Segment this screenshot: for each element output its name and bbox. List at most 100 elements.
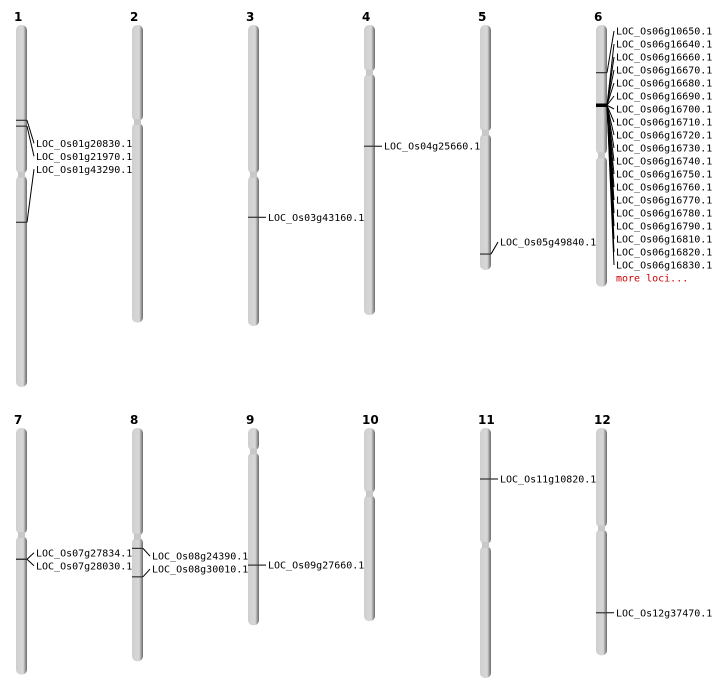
- chromosome-number: 2: [130, 10, 138, 24]
- chromosome-short-arm: [16, 25, 27, 174]
- locus-label: LOC_Os03g43160.1: [268, 213, 364, 224]
- locus-label: LOC_Os12g37470.1: [616, 608, 712, 619]
- chromosome-number: 4: [362, 10, 370, 24]
- chromosome-long-arm: [132, 537, 143, 662]
- locus-label: LOC_Os06g16680.1: [616, 79, 712, 90]
- chromosome-short-arm: [596, 25, 607, 155]
- locus-label: LOC_Os07g28030.1: [36, 561, 132, 572]
- chromosome-6: 6LOC_Os06g10650.1LOC_Os06g16640.1LOC_Os0…: [594, 10, 712, 287]
- centromere: [482, 542, 489, 549]
- marker-connector: [142, 568, 151, 578]
- centromere: [134, 533, 141, 540]
- locus-label: LOC_Os06g10650.1: [616, 27, 712, 38]
- marker-connector: [606, 82, 615, 106]
- locus-label: LOC_Os06g16670.1: [616, 66, 712, 77]
- locus-label: LOC_Os06g16740.1: [616, 157, 712, 168]
- locus-label: LOC_Os06g16690.1: [616, 92, 712, 103]
- marker-connector: [606, 104, 615, 110]
- chromosome-number: 11: [478, 413, 495, 427]
- locus-label: LOC_Os06g16770.1: [616, 196, 712, 207]
- chromosome-long-arm: [596, 529, 607, 656]
- chromosome-number: 12: [594, 413, 611, 427]
- marker-connector: [490, 241, 499, 255]
- locus-label: LOC_Os06g16780.1: [616, 209, 712, 220]
- centromere: [134, 118, 141, 125]
- locus-label: LOC_Os04g25660.1: [384, 142, 480, 153]
- centromere: [482, 129, 489, 136]
- marker-connector: [26, 126, 35, 157]
- chromosome-long-arm: [16, 175, 27, 387]
- marker-connector: [26, 120, 35, 144]
- centromere: [18, 532, 25, 539]
- locus-label: LOC_Os08g30010.1: [152, 565, 248, 576]
- chromosome-long-arm: [248, 175, 259, 326]
- centromere: [598, 525, 605, 532]
- marker-connector: [606, 30, 615, 73]
- chromosome-number: 3: [246, 10, 254, 24]
- locus-label: LOC_Os06g16790.1: [616, 222, 712, 233]
- locus-label: LOC_Os06g16720.1: [616, 131, 712, 142]
- chromosome-long-arm: [480, 133, 491, 270]
- locus-label: LOC_Os09g27660.1: [268, 561, 364, 572]
- chromosome-short-arm: [480, 25, 491, 132]
- locus-label: LOC_Os06g16750.1: [616, 170, 712, 181]
- chromosome-short-arm: [364, 428, 375, 494]
- chromosome-number: 1: [14, 10, 22, 24]
- locus-label: LOC_Os11g10820.1: [500, 474, 596, 485]
- locus-label: LOC_Os07g27834.1: [36, 548, 132, 559]
- chromosome-long-arm: [132, 122, 143, 323]
- locus-label: LOC_Os06g16760.1: [616, 183, 712, 194]
- centromere: [18, 171, 25, 178]
- locus-label: LOC_Os06g16810.1: [616, 235, 712, 246]
- chromosome-long-arm: [248, 452, 259, 626]
- marker-connector: [606, 105, 615, 266]
- locus-label: LOC_Os01g43290.1: [36, 165, 132, 176]
- marker-connector: [26, 169, 35, 223]
- chromosome-2: 2: [130, 10, 143, 323]
- chromosome-number: 8: [130, 413, 138, 427]
- marker-connector: [606, 95, 615, 106]
- more-loci-link[interactable]: more loci...: [616, 274, 688, 285]
- locus-label: LOC_Os06g16730.1: [616, 144, 712, 155]
- chromosome-number: 6: [594, 10, 602, 24]
- centromere: [366, 69, 373, 76]
- chromosome-10: 10: [362, 413, 379, 622]
- chromosome-short-arm: [364, 25, 375, 72]
- chromosome-short-arm: [248, 25, 259, 174]
- chromosome-short-arm: [132, 428, 143, 536]
- centromere: [250, 448, 257, 455]
- chromosome-long-arm: [364, 73, 375, 316]
- locus-label: LOC_Os05g49840.1: [500, 238, 596, 249]
- chromosome-long-arm: [16, 536, 27, 675]
- locus-label: LOC_Os01g20830.1: [36, 139, 132, 150]
- centromere: [598, 152, 605, 159]
- chromosome-number: 7: [14, 413, 22, 427]
- locus-label: LOC_Os01g21970.1: [36, 152, 132, 163]
- centromere: [250, 171, 257, 178]
- centromere: [366, 491, 373, 498]
- locus-label: LOC_Os06g16660.1: [616, 53, 712, 64]
- locus-label: LOC_Os06g16640.1: [616, 40, 712, 51]
- locus-label: LOC_Os06g16830.1: [616, 261, 712, 272]
- chromosome-1: 1LOC_Os01g20830.1LOC_Os01g21970.1LOC_Os0…: [14, 10, 132, 387]
- chromosome-short-arm: [480, 428, 491, 545]
- marker-connector: [26, 552, 35, 560]
- chromosome-long-arm: [364, 495, 375, 622]
- chromosome-number: 5: [478, 10, 486, 24]
- chromosome-short-arm: [16, 428, 27, 535]
- chromosome-short-arm: [596, 428, 607, 528]
- marker-connector: [606, 69, 615, 106]
- locus-label: LOC_Os06g16710.1: [616, 118, 712, 129]
- chromosome-number: 9: [246, 413, 254, 427]
- locus-label: LOC_Os06g16820.1: [616, 248, 712, 259]
- marker-connector: [142, 548, 151, 557]
- chromosome-long-arm: [480, 546, 491, 678]
